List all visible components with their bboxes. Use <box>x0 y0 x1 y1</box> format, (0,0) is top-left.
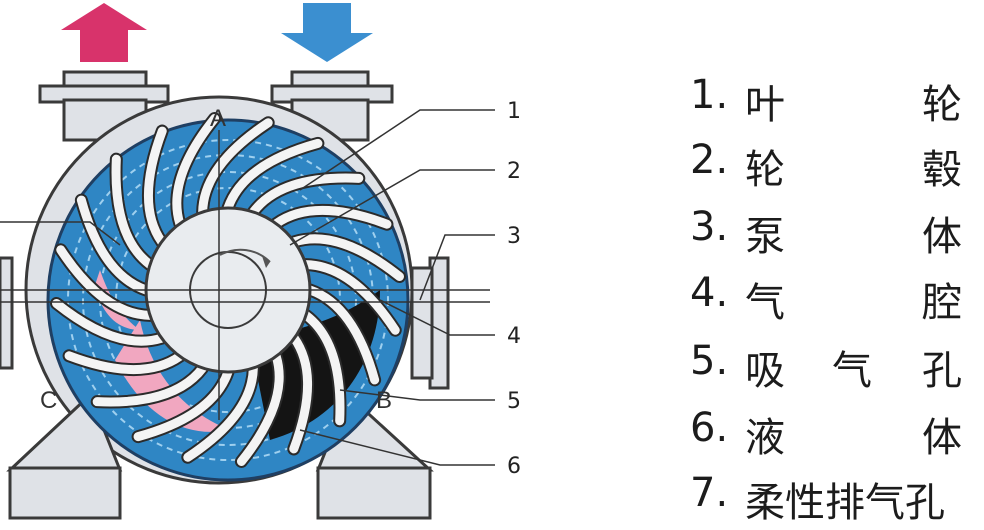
pump-diagram: A B C 1 2 3 4 5 6 <box>0 3 521 520</box>
legend-word: 液 <box>745 415 785 461</box>
legend-word: 轮 <box>745 147 785 193</box>
legend-word: 气 <box>832 348 872 394</box>
legend-number: 6. <box>690 405 729 451</box>
callout-5: 5 <box>507 389 521 414</box>
legend-number: 1. <box>690 72 729 118</box>
legend-item-7: 7. 柔性排气孔 <box>690 470 980 530</box>
leader-lines <box>0 109 495 466</box>
callout-6: 6 <box>507 454 521 479</box>
legend-word: 孔 <box>922 348 962 394</box>
legend-word: 柔性排气孔 <box>745 480 945 526</box>
impeller-blade-face <box>64 351 185 374</box>
down-arrow-icon <box>281 3 373 62</box>
impeller-blade-face <box>289 333 312 454</box>
impeller-blade-face <box>111 154 155 270</box>
impeller-blade-face <box>92 363 208 407</box>
impeller-blade-face <box>172 114 220 229</box>
position-label-c: C <box>40 387 57 414</box>
position-label-b: B <box>376 387 392 414</box>
legend-item-5: 5. 吸 气 孔 <box>690 338 980 398</box>
legend-item-1: 1. 叶 轮 <box>690 72 980 132</box>
legend-number: 5. <box>690 338 729 384</box>
impeller-blade-face <box>52 298 167 346</box>
legend-word: 体 <box>922 214 962 260</box>
legend-word: 腔 <box>922 280 962 326</box>
legend-word: 毂 <box>922 147 962 193</box>
impeller-blade-face <box>305 285 380 385</box>
legend-number: 3. <box>690 204 729 250</box>
legend-word: 体 <box>922 415 962 461</box>
legend-word: 气 <box>745 280 785 326</box>
legend-word: 叶 <box>745 82 785 128</box>
impeller-blade-face <box>133 367 233 442</box>
legend-item-6: 6. 液 体 <box>690 405 980 465</box>
impeller-blade-face <box>76 195 151 295</box>
impeller-blade-face <box>223 138 323 213</box>
impeller-blade-face <box>236 351 284 466</box>
legend-word: 轮 <box>922 82 962 128</box>
legend-number: 4. <box>690 270 729 316</box>
impeller-blade-face <box>183 363 258 462</box>
position-label-a: A <box>210 105 226 132</box>
impeller-blade-face <box>248 173 364 217</box>
legend-item-3: 3. 泵 体 <box>690 204 980 264</box>
legend-number: 7. <box>690 470 729 516</box>
callout-1: 1 <box>507 99 521 124</box>
callout-3: 3 <box>507 224 521 249</box>
impeller-blade-face <box>289 234 404 282</box>
legend-number: 2. <box>690 137 729 183</box>
impeller-blade-face <box>301 260 400 335</box>
callout-2: 2 <box>507 159 521 184</box>
callout-4: 4 <box>507 324 521 349</box>
impeller-blade-face <box>144 126 167 247</box>
impeller-blade-face <box>271 206 392 229</box>
legend-item-2: 2. 轮 毂 <box>690 137 980 197</box>
up-arrow-icon <box>61 3 147 62</box>
center-lines <box>0 130 490 420</box>
legend-word: 吸 <box>745 348 785 394</box>
impeller-blade-face <box>56 245 155 320</box>
legend-word: 泵 <box>745 214 785 260</box>
legend-item-4: 4. 气 腔 <box>690 270 980 330</box>
impeller-blade-face <box>301 310 345 426</box>
